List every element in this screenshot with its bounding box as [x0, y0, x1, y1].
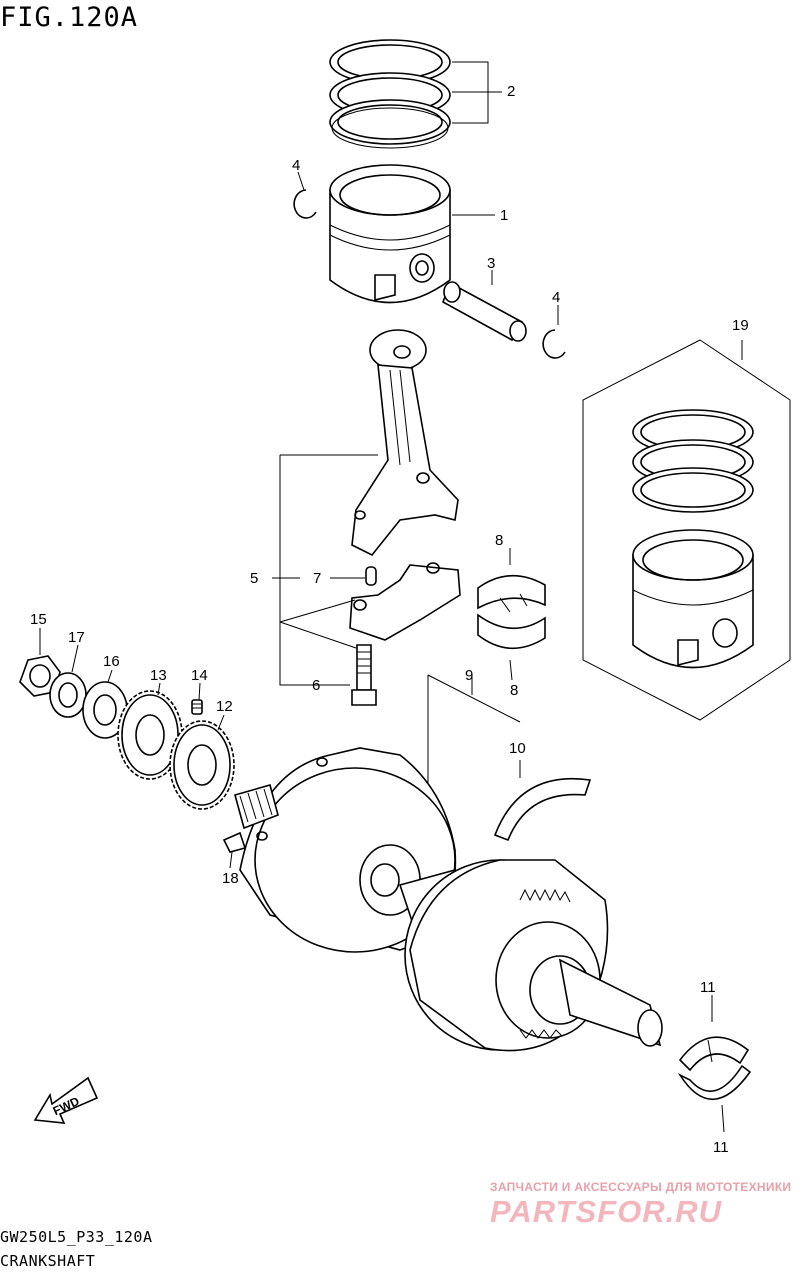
callout-9: 9	[465, 667, 473, 684]
piston-pin-circlip-left[interactable]	[293, 189, 317, 219]
callout-17: 17	[68, 629, 85, 646]
callout-7: 7	[313, 570, 321, 587]
callout-4-right: 4	[552, 289, 560, 306]
callout-14: 14	[191, 667, 208, 684]
crank-pin-bearing-lower[interactable]	[477, 613, 546, 650]
fwd-label: FWD	[51, 1094, 82, 1118]
dowel-pin[interactable]	[365, 566, 377, 586]
callout-6: 6	[312, 677, 320, 694]
diagram-code: GW250L5_P33_120A	[0, 1228, 153, 1246]
callout-5: 5	[250, 570, 258, 587]
thrust-washer-bracket	[427, 674, 521, 790]
bearing-leader	[509, 548, 513, 681]
washer[interactable]	[82, 681, 128, 739]
callout-16: 16	[103, 653, 120, 670]
lock-washer[interactable]	[49, 672, 87, 718]
callout-8-bottom: 8	[510, 682, 518, 699]
piston-set-box[interactable]	[582, 339, 791, 721]
crankshaft[interactable]	[234, 747, 663, 1052]
callout-13: 13	[150, 667, 167, 684]
watermark-tagline: ЗАПЧАСТИ И АКСЕССУАРЫ ДЛЯ МОТОТЕХНИКИ	[490, 1180, 792, 1194]
woodruff-key[interactable]	[222, 831, 247, 853]
piston-pin[interactable]	[442, 281, 527, 342]
figure-title: FIG.120A	[0, 2, 139, 33]
gear-12[interactable]	[169, 720, 235, 810]
callout-3: 3	[487, 255, 495, 272]
rod-assembly-bracket	[272, 454, 378, 686]
callout-11-top: 11	[700, 979, 716, 996]
connecting-rod[interactable]	[351, 329, 459, 557]
piston[interactable]	[329, 164, 451, 304]
callout-2: 2	[507, 83, 515, 100]
piston-pin-circlip-right[interactable]	[542, 329, 566, 359]
diagram-name: CRANKSHAFT	[0, 1252, 96, 1270]
connecting-rod-cap[interactable]	[349, 562, 461, 641]
callout-10: 10	[509, 740, 526, 757]
thrust-washer[interactable]	[493, 777, 592, 842]
crankshaft-bearing-upper[interactable]	[678, 1036, 750, 1072]
piston-rings[interactable]	[329, 39, 451, 149]
callout-11-bottom: 11	[713, 1139, 729, 1156]
callout-15: 15	[30, 611, 47, 628]
connecting-rod-bolt[interactable]	[351, 644, 377, 706]
fwd-arrow: FWD	[33, 1076, 99, 1124]
callout-8-top: 8	[495, 532, 503, 549]
callout-12: 12	[216, 698, 233, 715]
callout-leaders	[39, 61, 559, 869]
spring-pin[interactable]	[191, 699, 203, 715]
crankshaft-bearing-lower[interactable]	[677, 1064, 752, 1100]
callout-18: 18	[222, 870, 239, 887]
callout-19: 19	[732, 317, 749, 334]
main-bearing-leader	[711, 995, 725, 1133]
callout-4-left: 4	[292, 157, 300, 174]
crank-pin-bearing-upper[interactable]	[477, 574, 546, 613]
watermark-brand: PARTSFOR.RU	[490, 1194, 723, 1229]
callout-1: 1	[500, 207, 508, 224]
